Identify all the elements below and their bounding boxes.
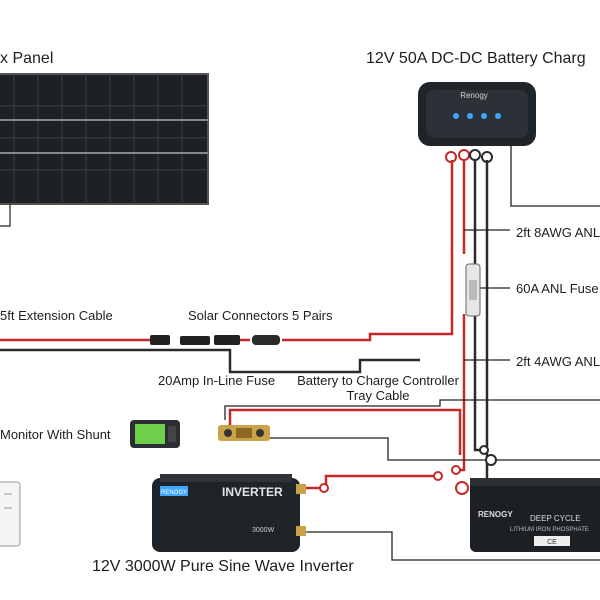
label-8awg: 2ft 8AWG ANL bbox=[516, 225, 600, 240]
battery-badge: CE bbox=[547, 539, 557, 546]
dcdc-charger: Renogy bbox=[418, 82, 536, 146]
inverter-brand: RENOGY bbox=[161, 490, 187, 496]
label-solar-panel: x Panel bbox=[0, 50, 54, 67]
charger-terminals bbox=[445, 149, 493, 163]
label-tray-cable: Battery to Charge Controller Tray Cable bbox=[290, 373, 466, 403]
solar-connectors bbox=[150, 335, 280, 345]
label-solar-connectors: Solar Connectors 5 Pairs bbox=[188, 308, 333, 323]
label-extension-cable: 5ft Extension Cable bbox=[0, 308, 113, 323]
battery-monitor bbox=[130, 420, 180, 448]
solar-leader-lines bbox=[0, 204, 11, 227]
label-anl-fuse: 60A ANL Fuse bbox=[516, 281, 599, 296]
battery: RENOGY DEEP CYCLE LITHIUM IRON PHOSPHATE… bbox=[455, 454, 600, 552]
label-dcdc-charger: 12V 50A DC-DC Battery Charg bbox=[366, 50, 586, 67]
ac-box bbox=[0, 481, 21, 547]
label-4awg: 2ft 4AWG ANL bbox=[516, 354, 600, 369]
shunt bbox=[218, 425, 270, 441]
label-tray-cable-line2: Tray Cable bbox=[346, 388, 410, 403]
red-wires bbox=[0, 160, 466, 490]
inverter: RENOGY INVERTER 3000W bbox=[152, 474, 306, 552]
charger-brand: Renogy bbox=[460, 91, 488, 100]
ring-terminals bbox=[319, 445, 489, 493]
battery-line2: LITHIUM IRON PHOSPHATE bbox=[510, 527, 589, 533]
inverter-name: INVERTER bbox=[222, 485, 283, 499]
inverter-model: 3000W bbox=[252, 527, 275, 534]
anl-fuse bbox=[465, 263, 481, 317]
label-inline-fuse: 20Amp In-Line Fuse bbox=[158, 373, 276, 388]
label-monitor: Monitor With Shunt bbox=[0, 427, 111, 442]
label-tray-cable-line1: Battery to Charge Controller bbox=[297, 373, 459, 388]
battery-brand: RENOGY bbox=[478, 510, 513, 519]
battery-line1: DEEP CYCLE bbox=[530, 514, 581, 523]
label-inverter: 12V 3000W Pure Sine Wave Inverter bbox=[92, 558, 354, 575]
solar-panel bbox=[0, 73, 209, 205]
